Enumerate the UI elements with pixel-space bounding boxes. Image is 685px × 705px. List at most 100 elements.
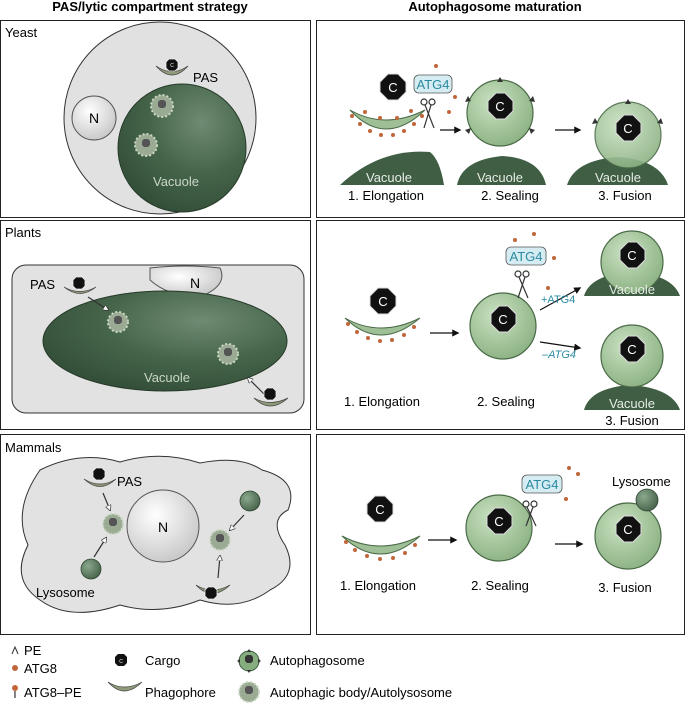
yeast-nucleus <box>71 95 117 141</box>
yeast-autophagic-body-2 <box>134 133 158 157</box>
mammals-atg4-label: ATG4 <box>526 477 559 492</box>
plants-arrow-pas <box>87 296 108 310</box>
plants-vacuole <box>42 290 288 392</box>
yeast-ap3-label: C <box>623 121 632 136</box>
plants-phagophore-1 <box>344 317 421 336</box>
plants-autophagic-body-2 <box>217 343 239 365</box>
mammals-atg8pe-1 <box>344 540 417 561</box>
mammals-pas <box>83 467 117 487</box>
plants-step-elongation: 1. Elongation <box>344 394 420 409</box>
plants-ap3a-label: C <box>627 248 636 263</box>
yeast-atg8pe-1 <box>350 109 424 137</box>
plants-arrow-plus <box>539 287 582 311</box>
yeast-vacuole-label-1: Vacuole <box>366 170 412 185</box>
legend: PE ATG8 ATG8–PE C Cargo Phagophore Autop… <box>11 643 452 703</box>
yeast-step-fusion: 3. Fusion <box>598 188 651 203</box>
mammals-cargo-1-label: C <box>375 502 384 517</box>
legend-atg8pe-icon <box>12 685 18 698</box>
mammals-nucleus-label: N <box>158 519 168 535</box>
plants-vacuole-label-2: Vacuole <box>609 396 655 411</box>
mammals-pas-label: PAS <box>117 474 142 489</box>
yeast-ap2-label: C <box>495 99 504 114</box>
yeast-vacuole-mound-1 <box>340 151 444 185</box>
yeast-step-sealing: 2. Sealing <box>481 188 539 203</box>
plants-pas-label: PAS <box>30 277 55 292</box>
mammals-phagophore-2 <box>195 584 231 600</box>
panel-plants-left <box>0 220 311 430</box>
yeast-pas: C <box>155 58 189 76</box>
legend-phagophore-icon <box>107 681 143 692</box>
plants-autophagosome-3a: C <box>600 230 664 294</box>
legend-cargo-icon: C <box>115 654 127 666</box>
plants-autophagosome-3b: C <box>600 324 664 388</box>
mammals-atg4-tag: ATG4 <box>521 466 580 527</box>
mammals-step-sealing: 2. Sealing <box>471 578 529 593</box>
mammals-lysosome-label: Lysosome <box>36 585 95 600</box>
mammals-arrow-lys2 <box>230 514 245 530</box>
mammals-arrow-lys1 <box>93 538 106 558</box>
mammals-lysosome-2 <box>239 490 261 512</box>
header-left: PAS/lytic compartment strategy <box>52 0 248 14</box>
yeast-autophagosome-3: C <box>592 99 663 169</box>
yeast-autophagic-body-1 <box>150 94 174 118</box>
yeast-scissors-icon <box>420 98 436 129</box>
header-right: Autophagosome maturation <box>408 0 581 14</box>
plants-arrow-2 <box>248 378 265 395</box>
mammals-ap2-label: C <box>494 514 503 529</box>
panel-mammals-left <box>0 434 311 635</box>
mammals-arrow-pas <box>102 492 110 510</box>
plants-minus-atg4: –ATG4 <box>541 349 576 361</box>
mammals-maturation: C C ATG4 C Lysos <box>340 466 671 595</box>
legend-cargo-icon-label: C <box>119 659 123 665</box>
plants-scissors-icon <box>514 270 530 299</box>
plants-nucleus-label: N <box>190 275 200 291</box>
row-label-yeast: Yeast <box>5 25 37 40</box>
mammals-ap3-label: C <box>623 522 632 537</box>
legend-cargo: Cargo <box>145 653 180 668</box>
yeast-vacuole-label-2: Vacuole <box>477 170 523 185</box>
plants-autophagosome-2: C <box>469 292 537 360</box>
plants-cargo-1: C <box>369 287 397 315</box>
yeast-atg4-tag: ATG4 <box>413 64 457 129</box>
plants-step-fusion: 3. Fusion <box>605 413 658 428</box>
mammals-arrow-pas2 <box>218 556 220 579</box>
yeast-vacuole-label: Vacuole <box>153 174 199 189</box>
yeast-cargo-1-label: C <box>388 80 397 95</box>
row-label-plants: Plants <box>5 225 42 240</box>
legend-pe-icon <box>11 645 19 655</box>
mammals-step-elongation: 1. Elongation <box>340 578 416 593</box>
mammals-phagophore-1 <box>341 535 421 555</box>
plants-ap3b-label: C <box>627 342 636 357</box>
yeast-pas-label: PAS <box>193 70 218 85</box>
legend-pe: PE <box>24 643 42 658</box>
plants-cargo-1-label: C <box>378 294 387 309</box>
row-label-mammals: Mammals <box>5 440 62 455</box>
mammals-cell: N PAS Lysosome <box>20 455 292 613</box>
mammals-autolysosome-2 <box>209 529 231 551</box>
plants-step-sealing: 2. Sealing <box>477 394 535 409</box>
plants-atg4-tag: ATG4 <box>505 232 556 299</box>
yeast-step-elongation: 1. Elongation <box>348 188 424 203</box>
yeast-vacuole-label-3: Vacuole <box>595 170 641 185</box>
plants-ap2-label: C <box>498 312 507 327</box>
plants-vacuole-label: Vacuole <box>144 370 190 385</box>
legend-autophagic-body: Autophagic body/Autolysosome <box>270 685 452 700</box>
yeast-autophagosome-2: C <box>465 77 535 147</box>
plants-atg4-label: ATG4 <box>510 249 543 264</box>
yeast-pas-cargo-label: C <box>170 63 174 69</box>
plants-arrow-minus <box>539 341 582 351</box>
yeast-cargo-1: C <box>379 73 407 101</box>
panel-yeast-left <box>0 20 311 218</box>
mammals-step-fusion: 3. Fusion <box>598 580 651 595</box>
legend-atg8: ATG8 <box>24 661 57 676</box>
legend-autophagosome-icon <box>237 649 261 673</box>
yeast-cell: N Vacuole C PAS <box>63 21 257 215</box>
mammals-autolysosome-1 <box>102 513 124 535</box>
plants-pas <box>63 276 97 294</box>
legend-atg8pe: ATG8–PE <box>24 685 82 700</box>
mammals-autophagosome-3: C <box>594 502 662 570</box>
plants-cell: N Vacuole PAS <box>11 264 305 414</box>
yeast-phagophore-1 <box>349 109 426 130</box>
legend-autophagic-body-icon <box>238 681 260 703</box>
plants-atg8pe-1 <box>346 322 416 343</box>
